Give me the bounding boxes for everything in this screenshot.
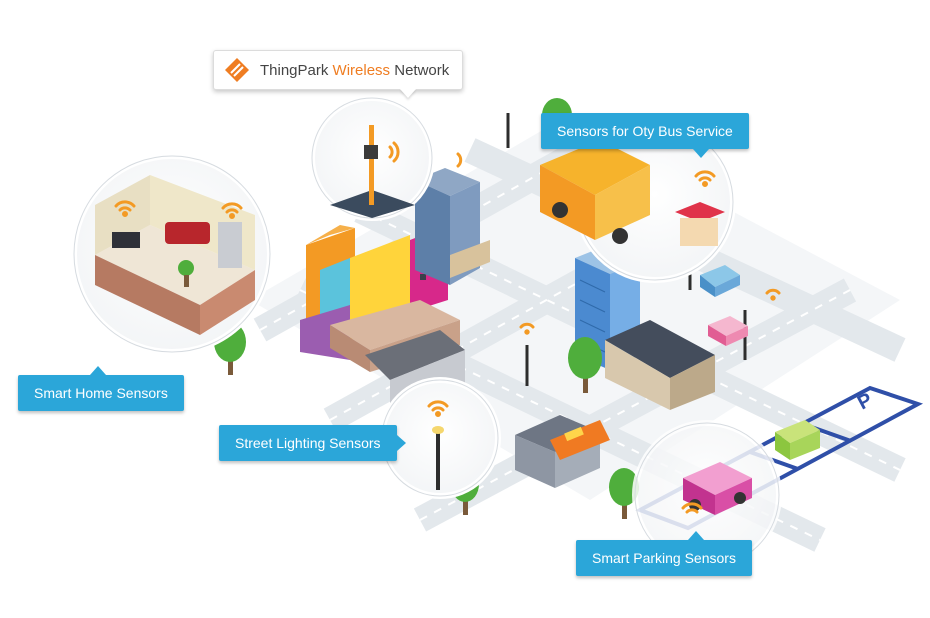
label-pointer [90,366,106,375]
green-car [775,420,820,460]
thingpark-logo-icon [225,58,249,82]
smart-parking-label: Smart Parking Sensors [576,531,752,576]
brand-name-prefix: ThingPark [260,61,329,79]
double-decker-bus [540,140,650,244]
bus-magnifier [540,121,736,283]
small-car [700,265,740,297]
smart-parking-label-text: Smart Parking Sensors [592,550,736,566]
brand-callout: ThingPark Wireless Network [213,50,463,98]
garage [515,415,610,488]
street-lighting-label-text: Street Lighting Sensors [235,435,381,451]
home-magnifier [71,153,273,355]
row-house [605,320,715,410]
brand-name-suffix: Network [394,61,450,79]
tower-magnifier [309,95,435,221]
label-pointer [396,435,406,451]
label-pointer [693,149,709,158]
kiosk [675,202,725,246]
svg-text:P: P [854,389,876,415]
brand-name: ThingPark Wireless Network [260,62,449,79]
smart-home-label: Smart Home Sensors [18,366,184,411]
brand-name-accent: Wireless [332,61,391,79]
magenta-car [683,462,752,515]
smart-home-label-text: Smart Home Sensors [34,385,168,401]
street-lighting-label: Street Lighting Sensors [219,425,406,461]
label-pointer [688,531,704,540]
antenna-icon [364,125,378,205]
bus-service-label-text: Sensors for Oty Bus Service [557,123,733,139]
street-lamp-icon [432,426,444,490]
parking-p-icon: P [854,389,876,415]
bus-service-label: Sensors for Oty Bus Service [541,113,749,158]
wifi-signal-icon [114,141,781,514]
brand-pointer [400,89,416,98]
pink-car [708,316,748,346]
